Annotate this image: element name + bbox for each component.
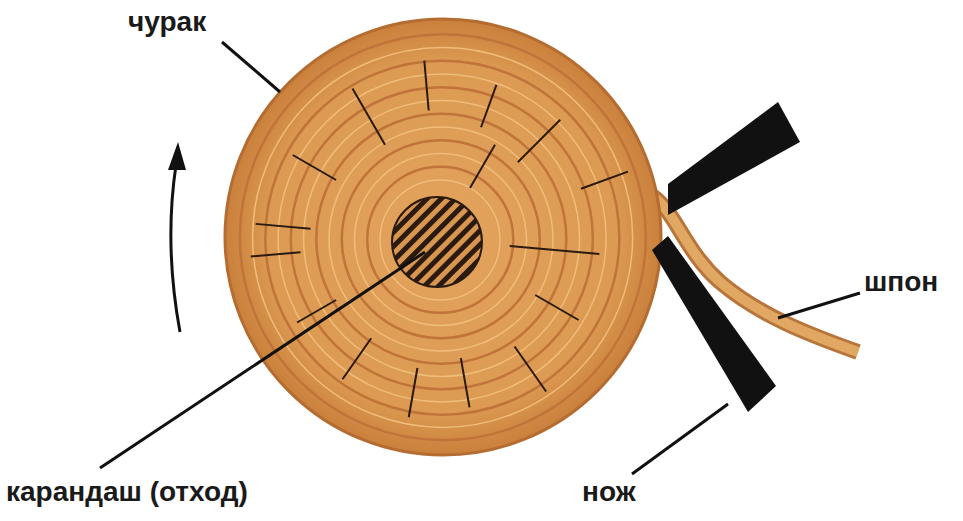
rotation-arrowhead: [168, 142, 186, 170]
growth-ring: [304, 100, 580, 376]
growth-ring: [240, 34, 646, 440]
crack: [251, 252, 301, 256]
pencil-core: [392, 197, 482, 287]
crack: [481, 85, 496, 127]
crack: [424, 61, 428, 111]
leader-line: [778, 293, 860, 318]
crack: [470, 145, 495, 188]
crack: [342, 338, 371, 379]
leader-line: [100, 252, 425, 468]
crack: [581, 172, 628, 189]
part-label: чурак: [128, 8, 206, 36]
growth-ring: [355, 153, 527, 325]
growth-ring: [278, 74, 606, 402]
growth-ring: [265, 61, 619, 415]
crack: [515, 346, 547, 391]
part-label: нож: [582, 478, 636, 506]
crack: [409, 368, 418, 417]
crack: [293, 155, 336, 180]
growth-ring: [253, 47, 633, 427]
rotation-arrow: [171, 165, 180, 332]
part-label: карандаш (отход): [6, 478, 248, 506]
part-label: шпон: [864, 268, 938, 296]
knife-blade: [652, 236, 776, 412]
growth-rings: [240, 34, 646, 440]
growth-ring: [316, 114, 566, 364]
growth-ring: [380, 180, 500, 300]
crack: [256, 224, 311, 229]
log-circle: [225, 19, 661, 455]
radial-cracks: [251, 61, 628, 418]
crack: [510, 246, 600, 254]
crack: [461, 358, 470, 407]
crack: [353, 88, 386, 144]
growth-ring: [342, 140, 540, 338]
pressure-bar: [668, 102, 800, 215]
leader-line: [632, 404, 728, 474]
leader-line: [222, 42, 280, 92]
crack: [297, 300, 336, 323]
crack: [535, 295, 578, 320]
crack: [518, 120, 560, 162]
growth-ring: [291, 87, 593, 389]
growth-ring: [367, 167, 513, 313]
